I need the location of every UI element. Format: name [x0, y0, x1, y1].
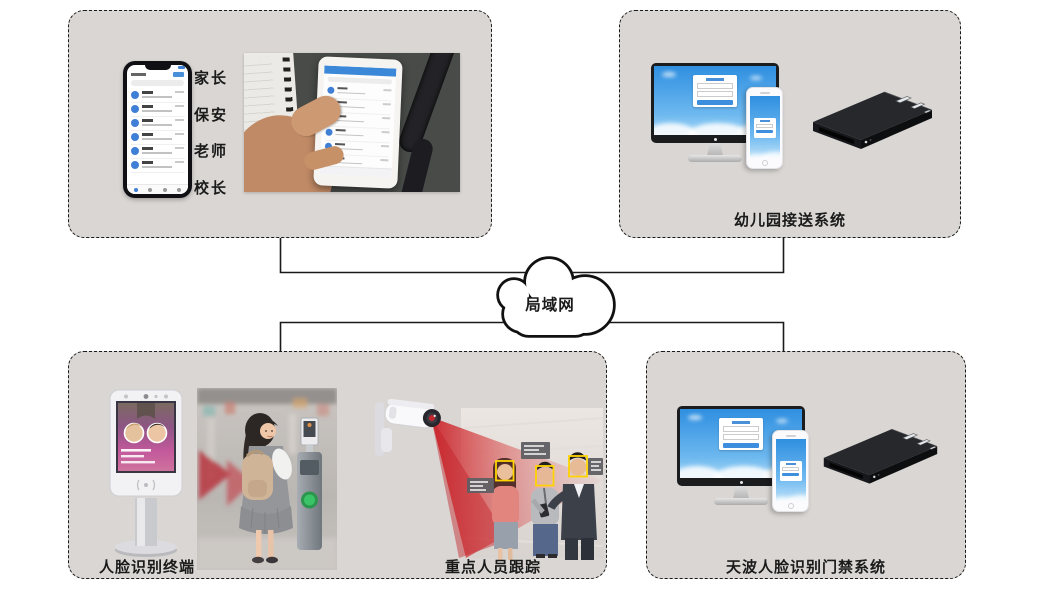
top-connector-line: [279, 238, 785, 274]
panel-app-users: 家长 保安 老师 校长: [68, 10, 492, 238]
lan-label: 局域网: [525, 295, 575, 314]
home-button: [787, 503, 794, 509]
access-system-caption: 天波人脸识别门禁系统: [725, 560, 886, 576]
phone-login-screen: [749, 96, 780, 158]
login-title: [732, 421, 750, 424]
role-label-parent: 家长: [194, 71, 229, 87]
panel-access-system: 天波人脸识别门禁系统: [646, 351, 966, 579]
app-title-bar: [131, 73, 146, 76]
smartphone-login-mockup: [772, 430, 809, 512]
surveillance-camera: [375, 398, 441, 456]
tab-bar: [319, 165, 393, 178]
search-bar: [327, 76, 392, 85]
tracked-person-woman: [492, 458, 519, 560]
list-item: [131, 103, 185, 117]
matched-face-photos: [123, 422, 168, 444]
terminal-caption: 人脸识别终端: [99, 560, 196, 576]
search-bar: [131, 80, 184, 86]
battery-icon: [178, 66, 185, 69]
server-appliance: [823, 428, 938, 484]
list-item: [131, 159, 185, 173]
monitor-logo: [713, 138, 717, 141]
face-recognition-terminal: [109, 389, 183, 557]
contactless-icon: [136, 479, 156, 491]
role-label-principal: 校长: [194, 181, 229, 197]
home-button: [761, 160, 768, 166]
username-field: [723, 426, 759, 432]
app-phone-screen: [127, 65, 188, 194]
password-field: [723, 434, 759, 440]
role-label-teacher: 老师: [194, 144, 229, 160]
schoolgirl: [239, 413, 293, 564]
messaging-app-phone-mockup: [123, 61, 192, 198]
phone-speaker: [759, 91, 770, 94]
login-title: [706, 78, 724, 81]
avatar: [131, 147, 139, 155]
login-card: [693, 75, 737, 107]
phone-notch: [144, 65, 171, 70]
avatar: [131, 105, 139, 113]
camera-beam: [431, 417, 603, 558]
face-detection-box: [535, 465, 555, 487]
monitor-phone-login-mockup: [677, 406, 813, 512]
turnstile-pillar: [297, 417, 322, 550]
message-list: [131, 89, 185, 173]
avatar: [131, 119, 139, 127]
login-card: [753, 117, 776, 138]
pickup-system-caption: 幼儿园接送系统: [733, 213, 846, 229]
bottom-connector-line: [279, 321, 785, 351]
monitor-base: [714, 498, 768, 505]
lan-cloud-icon: 局域网: [496, 256, 616, 338]
smartphone-login-mockup: [746, 87, 783, 169]
hand-holding-phone-photo: [244, 53, 460, 192]
student-turnstile-photo: [197, 388, 337, 570]
panel-pickup-system: 幼儿园接送系统: [619, 10, 961, 238]
monitor-stand: [733, 486, 749, 499]
list-item: [131, 145, 185, 159]
phone-login-screen: [775, 439, 806, 501]
tracked-person-man-suit: [547, 452, 597, 560]
list-item: [131, 131, 185, 145]
face-detection-box: [495, 460, 515, 482]
password-field: [697, 91, 733, 97]
monitor-phone-login-mockup: [651, 63, 787, 169]
watch-strap: [396, 53, 458, 156]
avatar: [131, 91, 139, 99]
server-appliance: [813, 91, 932, 149]
phone-speaker: [785, 434, 796, 437]
personnel-tracking-scene: [375, 398, 603, 560]
avatar: [131, 133, 139, 141]
avatar: [131, 161, 139, 169]
monitor-base: [688, 155, 742, 162]
panel-recognition-tracking: 人脸识别终端 重点人员跟踪: [68, 351, 607, 579]
login-button: [723, 443, 759, 448]
list-item: [131, 89, 185, 103]
login-card: [779, 460, 802, 481]
face-detection-box: [568, 455, 588, 478]
monitor-logo: [739, 481, 743, 484]
list-item: [131, 117, 185, 131]
monitor-stand: [707, 143, 723, 156]
app-header: [324, 65, 397, 77]
login-card: [719, 418, 763, 450]
username-field: [697, 83, 733, 89]
tab-bar: [127, 184, 188, 194]
tracking-caption: 重点人员跟踪: [445, 560, 542, 576]
header-action-chip: [173, 72, 184, 77]
login-button: [697, 100, 733, 105]
role-label-guard: 保安: [194, 108, 229, 124]
tracked-person-man-phone: [531, 461, 559, 558]
